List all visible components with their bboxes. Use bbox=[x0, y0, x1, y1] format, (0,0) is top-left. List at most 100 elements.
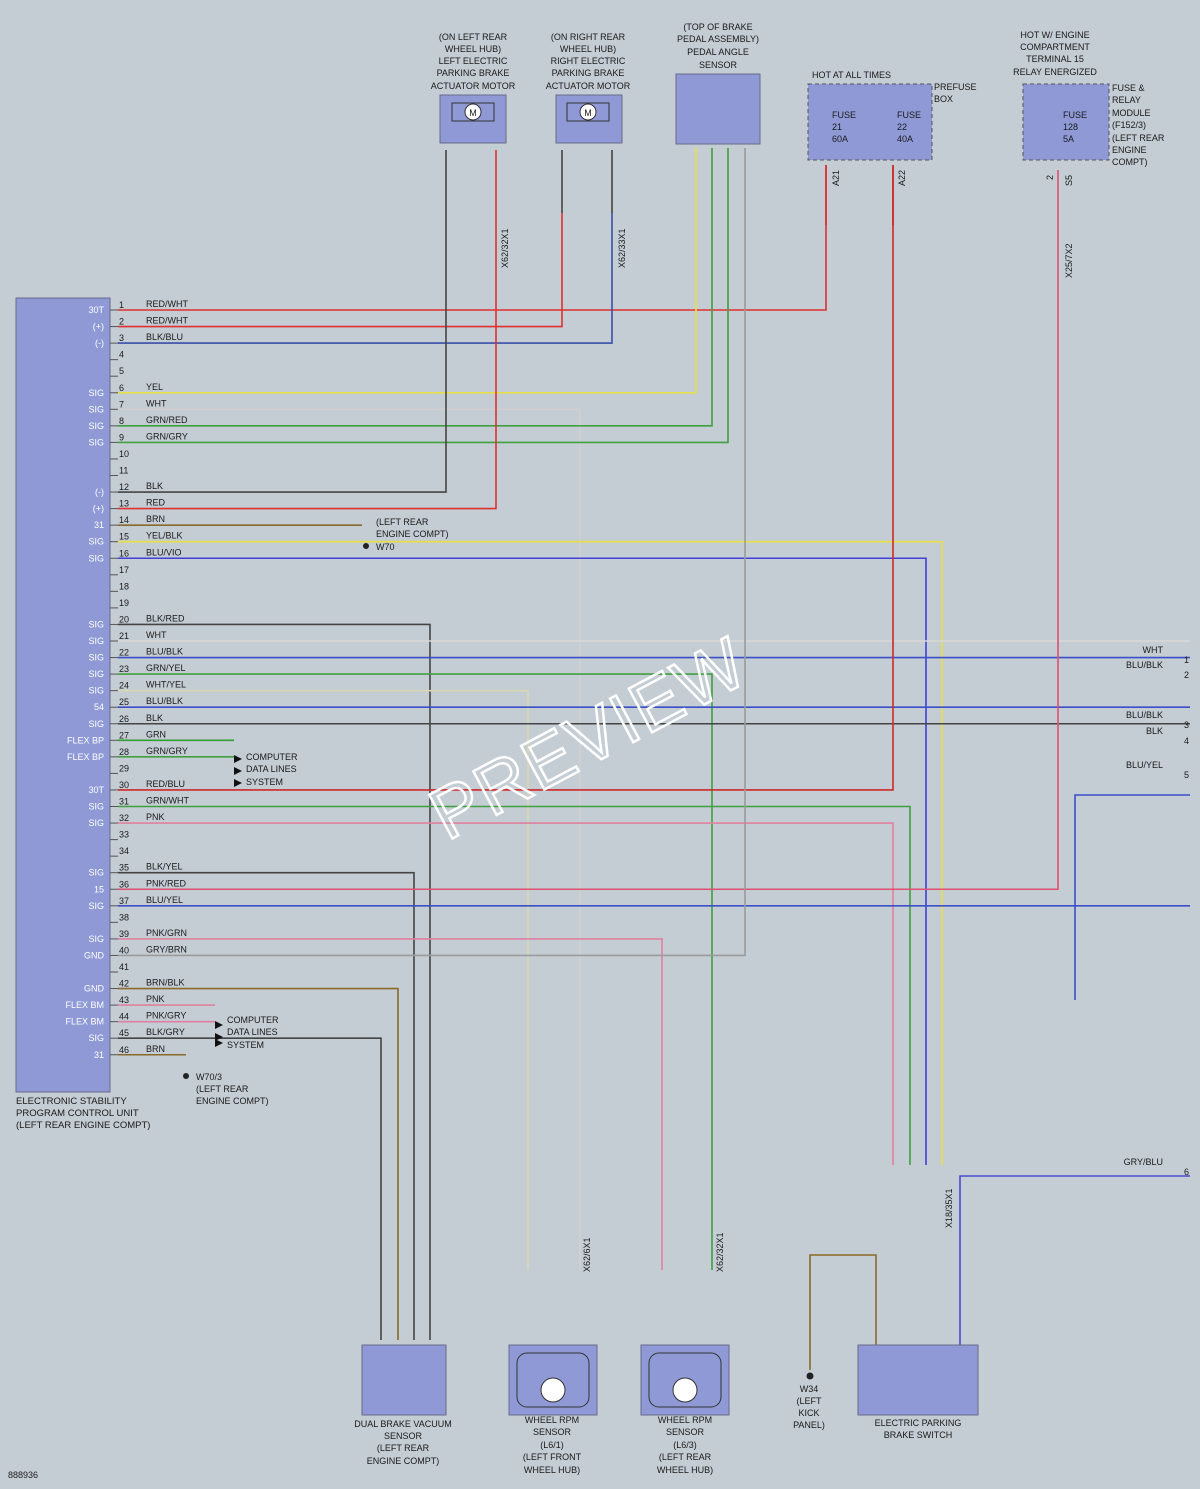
pin-number: 45 bbox=[119, 1028, 129, 1038]
svg-text:TERMINAL 15: TERMINAL 15 bbox=[1026, 54, 1084, 64]
pin-function-label: GND bbox=[84, 950, 105, 960]
svg-text:BRAKE SWITCH: BRAKE SWITCH bbox=[884, 1430, 953, 1440]
pin-number: 42 bbox=[119, 979, 129, 989]
right-edge-wire-label: BLU/BLK bbox=[1126, 660, 1163, 670]
svg-text:HOT AT ALL TIMES: HOT AT ALL TIMES bbox=[812, 70, 891, 80]
svg-text:ACTUATOR MOTOR: ACTUATOR MOTOR bbox=[546, 81, 631, 91]
svg-text:RIGHT ELECTRIC: RIGHT ELECTRIC bbox=[551, 56, 626, 66]
pin-function-label: SIG bbox=[88, 868, 104, 878]
pin-number: 23 bbox=[119, 664, 129, 674]
right-edge-wire-label: BLU/YEL bbox=[1126, 760, 1163, 770]
pin-number: 31 bbox=[119, 797, 129, 807]
ground-icon bbox=[806, 1372, 814, 1380]
diagram-id: 888936 bbox=[8, 1470, 38, 1480]
wire-35 bbox=[118, 871, 415, 1340]
svg-text:ENGINE COMPT): ENGINE COMPT) bbox=[376, 529, 449, 539]
svg-text:SENSOR: SENSOR bbox=[666, 1427, 705, 1437]
prefuse-box: HOT AT ALL TIMES PREFUSE BOX FUSE 21 60A… bbox=[807, 70, 977, 186]
pin-number: 24 bbox=[119, 681, 129, 691]
pin-number: 29 bbox=[119, 763, 129, 773]
sensor-wheel-icon bbox=[540, 1377, 566, 1403]
ecu-pin: 10 bbox=[110, 449, 129, 460]
dual-brake-vacuum-sensor: DUAL BRAKE VACUUM SENSOR (LEFT REAR ENGI… bbox=[354, 1344, 452, 1466]
pin-number: 35 bbox=[119, 863, 129, 873]
wire-8 bbox=[118, 148, 713, 427]
ground-w70-3: W70/3 (LEFT REAR ENGINE COMPT) bbox=[183, 1072, 269, 1106]
pin-number: 34 bbox=[119, 846, 129, 856]
right-edge-pin-number: 3 bbox=[1184, 720, 1189, 730]
wire-16 bbox=[118, 557, 927, 1165]
svg-text:FUSE: FUSE bbox=[1063, 110, 1087, 120]
wire-9 bbox=[118, 148, 729, 444]
pin-number: 5 bbox=[119, 366, 124, 376]
svg-text:(LEFT FRONT: (LEFT FRONT bbox=[523, 1452, 582, 1462]
wire-color-label: BRN/BLK bbox=[146, 978, 185, 988]
wire-24 bbox=[118, 689, 529, 1270]
wire-23 bbox=[118, 673, 713, 1270]
pin-number: 16 bbox=[119, 548, 129, 558]
pin-function-label: 30T bbox=[88, 785, 104, 795]
wire-15 bbox=[118, 540, 943, 1165]
svg-text:RELAY ENERGIZED: RELAY ENERGIZED bbox=[1013, 67, 1097, 77]
wire-color-label: RED/BLU bbox=[146, 779, 185, 789]
wire-color-label: GRN/YEL bbox=[146, 663, 186, 673]
pin-function-label: SIG bbox=[88, 686, 104, 696]
pin-number: 4 bbox=[119, 350, 124, 360]
pin-number: 14 bbox=[119, 515, 129, 525]
svg-text:ELECTRIC PARKING: ELECTRIC PARKING bbox=[875, 1418, 962, 1428]
wire-12 bbox=[118, 213, 447, 493]
svg-text:(L6/3): (L6/3) bbox=[673, 1440, 697, 1450]
wire-color-label: GRN/GRY bbox=[146, 746, 188, 756]
ecu-pin: 34 bbox=[110, 846, 129, 857]
wire-color-label: PNK/GRY bbox=[146, 1011, 186, 1021]
svg-text:LEFT ELECTRIC: LEFT ELECTRIC bbox=[439, 56, 508, 66]
ecu-pin: 19 bbox=[110, 598, 129, 609]
pin-function-label: FLEX BP bbox=[67, 735, 104, 745]
wire-color-label: YEL/BLK bbox=[146, 531, 183, 541]
ecu-pin: 17 bbox=[110, 565, 129, 576]
right-parking-brake-motor: (ON RIGHT REAR WHEEL HUB) RIGHT ELECTRIC… bbox=[546, 32, 631, 144]
svg-text:M: M bbox=[469, 108, 477, 118]
pin-number: 28 bbox=[119, 747, 129, 757]
svg-text:(LEFT: (LEFT bbox=[796, 1396, 822, 1406]
ecu-pin: 38 bbox=[110, 912, 129, 923]
svg-text:X62/32X1: X62/32X1 bbox=[500, 228, 510, 268]
svg-text:SENSOR: SENSOR bbox=[533, 1427, 572, 1437]
ground-w34: W34 (LEFT KICK PANEL) bbox=[793, 1372, 825, 1430]
svg-text:M: M bbox=[584, 108, 592, 118]
electric-parking-brake-switch: ELECTRIC PARKING BRAKE SWITCH bbox=[857, 1344, 979, 1440]
pin-number: 40 bbox=[119, 945, 129, 955]
ecu-pin: 29 bbox=[110, 763, 129, 774]
svg-text:FUSE: FUSE bbox=[897, 110, 921, 120]
wire-color-label: GRN/GRY bbox=[146, 431, 188, 441]
wire-42 bbox=[118, 987, 399, 1340]
svg-text:(LEFT REAR ENGINE COMPT): (LEFT REAR ENGINE COMPT) bbox=[16, 1120, 150, 1131]
pin-number: 36 bbox=[119, 879, 129, 889]
wheel-rpm-sensor-rear: WHEEL RPM SENSOR (L6/3) (LEFT REAR WHEEL… bbox=[640, 1344, 730, 1475]
ecu-pin: 18 bbox=[110, 581, 129, 592]
wire-20 bbox=[118, 623, 431, 1340]
pin-function-label: SIG bbox=[88, 437, 104, 447]
svg-text:(LEFT REAR: (LEFT REAR bbox=[196, 1084, 249, 1094]
pin-function-label: 31 bbox=[94, 1050, 104, 1060]
pin-number: 17 bbox=[119, 565, 129, 575]
wire-color-label: PNK bbox=[146, 994, 165, 1004]
svg-text:2: 2 bbox=[1045, 175, 1055, 180]
svg-text:(LEFT REAR: (LEFT REAR bbox=[1112, 133, 1165, 143]
svg-text:KICK: KICK bbox=[798, 1408, 819, 1418]
svg-text:60A: 60A bbox=[832, 134, 848, 144]
svg-text:(LEFT REAR: (LEFT REAR bbox=[659, 1452, 712, 1462]
